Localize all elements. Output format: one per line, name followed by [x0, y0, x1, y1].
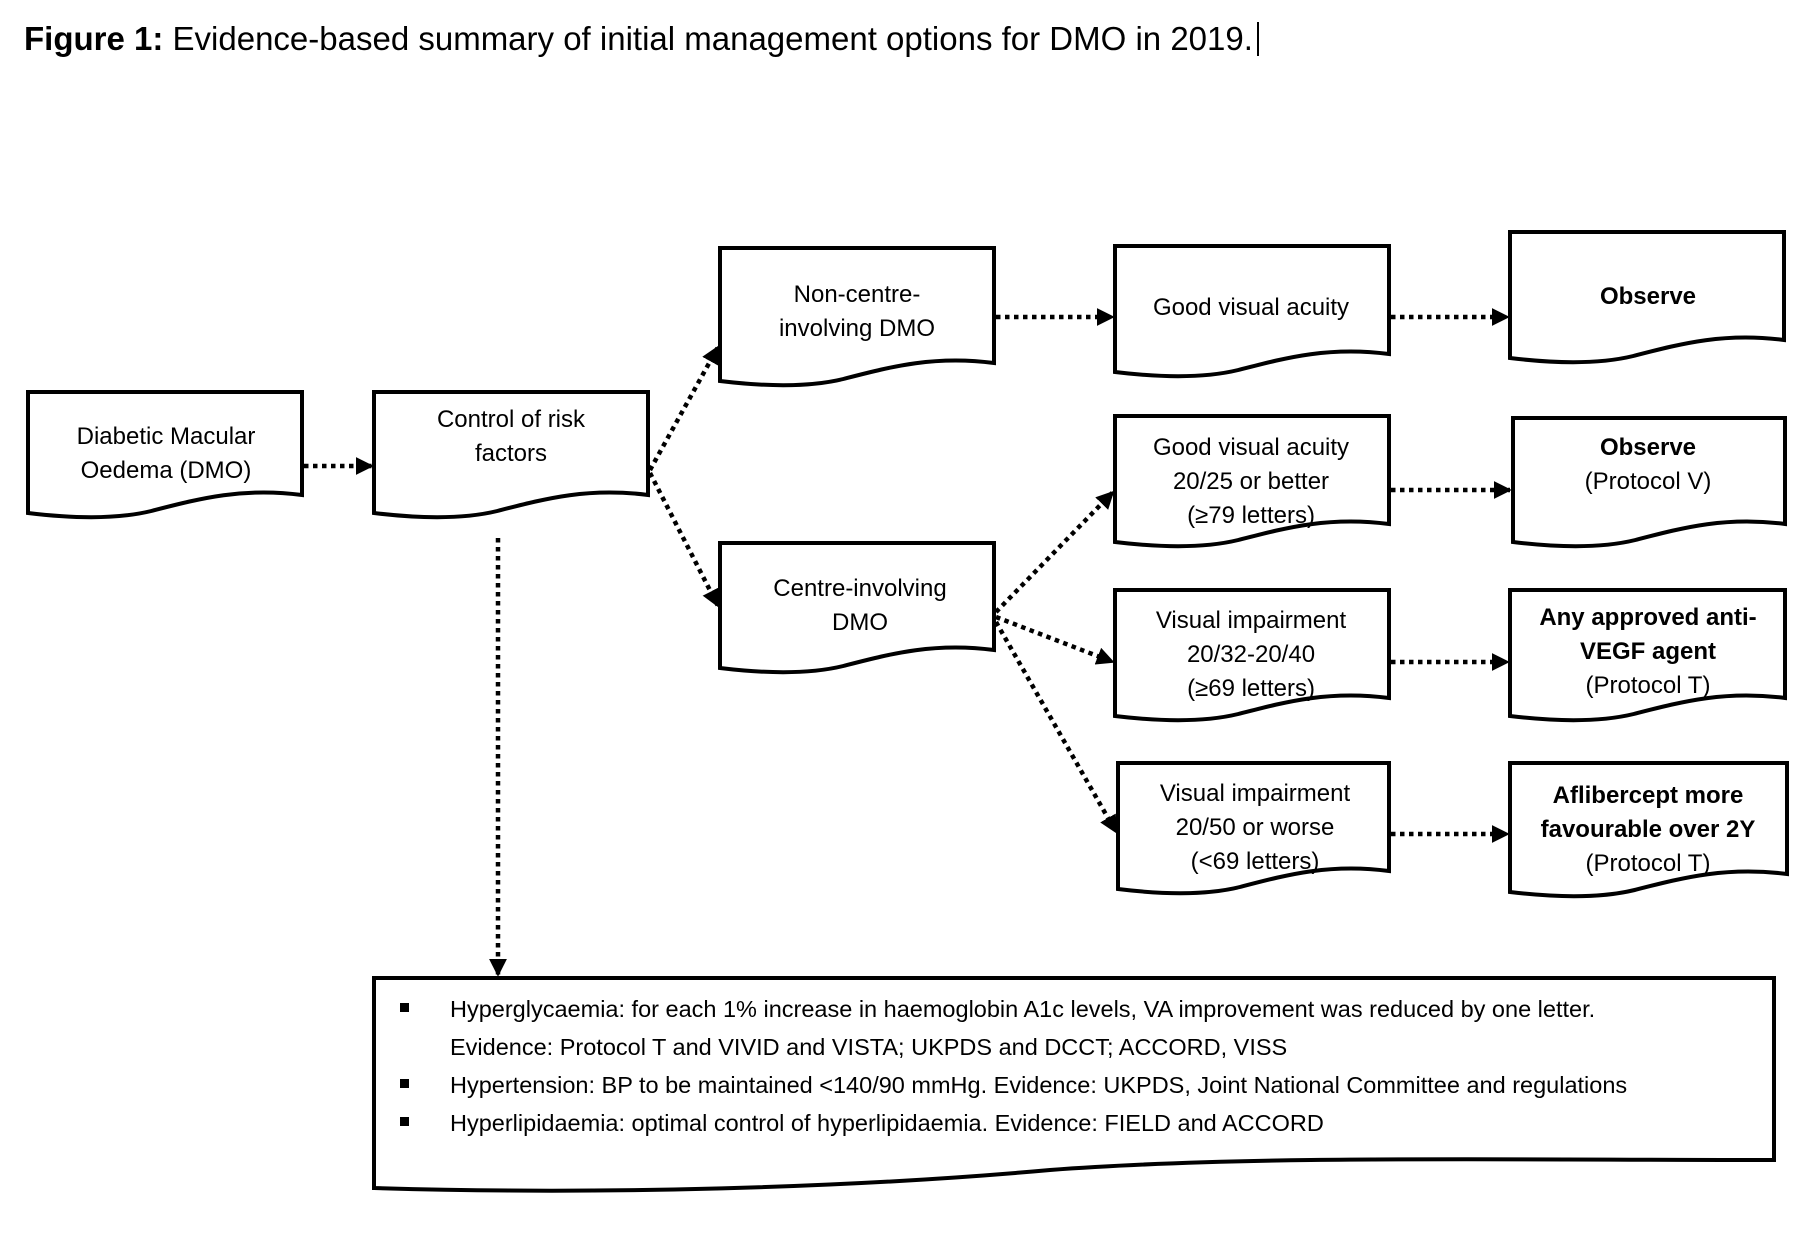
bullet-icon [400, 1079, 409, 1088]
arrow-centre-to-vi-50 [994, 620, 1118, 834]
node-observe: Observe [1508, 230, 1786, 365]
node-shape [372, 390, 650, 520]
node-shape [718, 246, 996, 388]
node-label-bold: Observe [1600, 283, 1696, 310]
node-shape [1508, 761, 1789, 899]
evidence-item: Hypertension: BP to be maintained <140/9… [400, 1066, 1730, 1104]
node-shape [1113, 414, 1391, 549]
text-cursor [1256, 22, 1259, 56]
node-label: (<69 letters) [1191, 848, 1320, 875]
bullet-icon [400, 1117, 409, 1126]
node-label: 20/32-20/40 [1187, 641, 1315, 668]
node-label-bold: favourable over 2Y [1541, 816, 1756, 843]
node-shape [1116, 761, 1391, 896]
node-label: (Protocol V) [1585, 468, 1712, 495]
node-label: (Protocol T) [1586, 850, 1711, 877]
node-label: involving DMO [779, 315, 935, 342]
node-good-va-2025: Good visual acuity 20/25 or better (≥79 le… [1113, 414, 1391, 549]
figure-title-text: Evidence-based summary of initial manage… [172, 20, 1253, 57]
evidence-list: Hyperglycaemia: for each 1% increase in … [400, 990, 1730, 1142]
node-shape [1113, 588, 1391, 723]
node-label: Centre-involving [773, 575, 946, 602]
node-label: Diabetic Macular [77, 423, 256, 450]
node-good-va: Good visual acuity [1113, 244, 1391, 379]
evidence-line: Hyperglycaemia: for each 1% increase in … [450, 996, 1596, 1022]
arrow-risk-to-centre [647, 471, 721, 608]
arrow-centre-to-good-va-2025 [994, 490, 1115, 614]
evidence-line: Hyperlipidaemia: optimal control of hype… [450, 1110, 1324, 1136]
node-label: Control of risk [437, 406, 586, 433]
node-shape [1508, 588, 1787, 723]
node-shape [1508, 230, 1786, 365]
node-shape [718, 541, 996, 675]
node-label-bold: Aflibercept more [1553, 782, 1744, 809]
node-label: (≥69 letters) [1187, 675, 1315, 702]
node-label: factors [475, 440, 547, 467]
node-anti-vegf: Any approved anti- VEGF agent (Protocol T) [1508, 588, 1787, 723]
node-label: (≥79 letters) [1187, 502, 1315, 529]
node-label: (Protocol T) [1586, 672, 1711, 699]
evidence-item: Hyperglycaemia: for each 1% increase in … [400, 990, 1730, 1066]
node-label: 20/25 or better [1173, 468, 1329, 495]
node-label: Good visual acuity [1153, 294, 1349, 321]
node-label: DMO [832, 609, 888, 636]
node-label-bold: VEGF agent [1580, 638, 1716, 665]
node-aflibercept: Aflibercept more favourable over 2Y (Proto… [1508, 761, 1789, 899]
node-label: Visual impairment [1156, 607, 1347, 634]
node-vi-3240: Visual impairment 20/32-20/40 (≥69 letters… [1113, 588, 1391, 723]
node-label: 20/50 or worse [1176, 814, 1335, 841]
node-observe-v: Observe (Protocol V) [1511, 416, 1787, 549]
node-shape [1511, 416, 1787, 549]
node-shape [26, 390, 304, 520]
node-label-bold: Observe [1600, 434, 1696, 461]
arrow-risk-to-non-centre [648, 345, 720, 472]
evidence-item: Hyperlipidaemia: optimal control of hype… [400, 1104, 1730, 1142]
node-label: Good visual acuity [1153, 434, 1349, 461]
node-vi-50: Visual impairment 20/50 or worse (<69 lett… [1116, 761, 1391, 896]
bullet-icon [400, 1003, 409, 1012]
figure-title-prefix: Figure 1: [24, 20, 164, 57]
arrow-centre-to-vi-3240 [995, 614, 1115, 665]
node-label: Oedema (DMO) [81, 457, 252, 484]
node-risk: Control of risk factors [372, 390, 650, 520]
evidence-box [372, 976, 1776, 1193]
node-label-bold: Any approved anti- [1539, 604, 1756, 631]
node-label: Visual impairment [1160, 780, 1351, 807]
evidence-line: Evidence: Protocol T and VIVID and VISTA… [450, 1034, 1288, 1060]
node-non-centre: Non-centre-involving DMO [718, 246, 996, 388]
node-shape [1113, 244, 1391, 379]
figure-title: Figure 1: Evidence-based summary of init… [24, 20, 1259, 58]
node-label: Non-centre- [794, 281, 921, 308]
evidence-line: Hypertension: BP to be maintained <140/9… [450, 1072, 1628, 1098]
